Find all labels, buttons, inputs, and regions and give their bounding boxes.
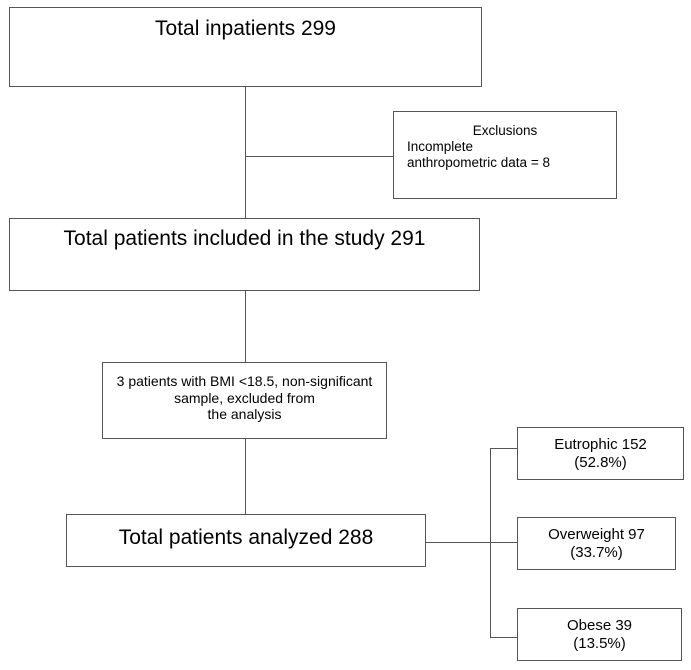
connector-to-eutrophic bbox=[490, 448, 518, 449]
node-total-patients-analyzed-label: Total patients analyzed 288 bbox=[118, 526, 374, 549]
node-obese: Obese 39 (13.5%) bbox=[517, 608, 682, 661]
node-bmi-excluded-label: 3 patients with BMI <18.5, non-significa… bbox=[116, 373, 373, 423]
node-eutrophic-label: Eutrophic 152 (52.8%) bbox=[554, 436, 647, 471]
node-exclusions: Exclusions Incomplete anthropometric dat… bbox=[393, 111, 617, 199]
connector-to-overweight bbox=[490, 542, 518, 543]
node-overweight: Overweight 97 (33.7%) bbox=[517, 517, 676, 570]
node-total-patients-included: Total patients included in the study 291 bbox=[9, 218, 480, 291]
node-eutrophic: Eutrophic 152 (52.8%) bbox=[517, 427, 684, 480]
node-overweight-label: Overweight 97 (33.7%) bbox=[548, 526, 645, 561]
connector-analyzed-to-outcomes bbox=[426, 542, 490, 543]
node-total-inpatients: Total inpatients 299 bbox=[9, 7, 482, 87]
node-total-inpatients-label: Total inpatients 299 bbox=[155, 17, 336, 40]
connector-branch-to-exclusions bbox=[245, 156, 393, 157]
connector-inpatients-to-included bbox=[245, 87, 246, 218]
connector-to-obese bbox=[490, 637, 518, 638]
node-total-patients-analyzed: Total patients analyzed 288 bbox=[66, 514, 426, 567]
node-bmi-excluded: 3 patients with BMI <18.5, non-significa… bbox=[102, 362, 387, 439]
connector-outcomes-trunk bbox=[490, 448, 491, 638]
node-exclusions-body: Incomplete anthropometric data = 8 bbox=[407, 138, 550, 170]
node-total-patients-included-label: Total patients included in the study 291 bbox=[63, 227, 426, 250]
node-exclusions-title: Exclusions bbox=[472, 123, 538, 138]
node-obese-label: Obese 39 (13.5%) bbox=[566, 617, 633, 652]
